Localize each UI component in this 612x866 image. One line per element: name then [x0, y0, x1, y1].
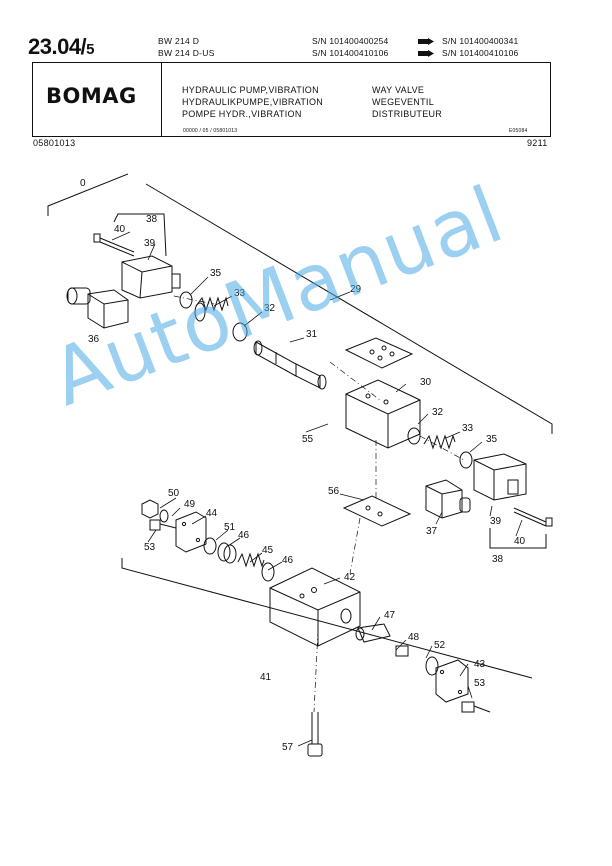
doc-code: E05084 — [509, 128, 528, 134]
part-37-plug — [425, 479, 471, 519]
callout-53-right: 53 — [474, 678, 486, 689]
part-40-bolt — [93, 233, 135, 257]
callout-50: 50 — [168, 488, 180, 499]
callout-53-left: 53 — [144, 542, 156, 553]
callout-48: 48 — [408, 632, 420, 643]
serial-to-1: S/N 101400400341 — [442, 36, 519, 46]
callout-32: 32 — [264, 303, 276, 314]
part-43-flange — [435, 659, 469, 703]
callout-57: 57 — [282, 742, 294, 753]
bracket-38-bottom — [489, 528, 547, 549]
callout-38-right: 38 — [492, 554, 504, 565]
serial-from-2: S/N 101400410106 — [312, 48, 389, 58]
callout-33: 33 — [234, 288, 246, 299]
header-box — [32, 62, 551, 137]
part-46-disc — [261, 562, 275, 582]
bracket-41 — [121, 558, 533, 679]
callout-52: 52 — [434, 640, 446, 651]
part-32-disc — [232, 322, 248, 342]
part-51-oring — [203, 537, 217, 555]
callout-40: 40 — [114, 224, 126, 235]
part-45-spring — [237, 552, 265, 568]
part-32-disc-right — [407, 427, 421, 445]
arrow-right-icon — [418, 38, 434, 45]
callout-46: 46 — [238, 530, 250, 541]
page-number: 23.04/5 — [28, 34, 95, 59]
exploded-view-diagram: 0 38 40 39 35 33 32 36 29 31 30 55 32 33… — [47, 173, 553, 757]
callout-35: 35 — [210, 268, 222, 279]
part-47-cartridge — [355, 623, 391, 643]
part-36-plug — [66, 287, 129, 329]
part-39-solenoid-right — [473, 453, 527, 501]
part-33-spring-right — [423, 434, 456, 450]
part-42-block — [269, 567, 361, 647]
callout-56: 56 — [328, 486, 340, 497]
callout-33-right: 33 — [462, 423, 474, 434]
callout-45: 45 — [262, 545, 274, 556]
callout-37: 37 — [426, 526, 438, 537]
serial-from-1: S/N 101400400254 — [312, 36, 389, 46]
model-2: BW 214 D-US — [158, 48, 215, 58]
model-1: BW 214 D — [158, 36, 200, 46]
part-30-block — [345, 379, 421, 449]
part-57-bolt — [307, 712, 323, 757]
part-40-bolt-right — [513, 507, 553, 527]
callout-35-right: 35 — [486, 434, 498, 445]
callout-51: 51 — [224, 522, 236, 533]
subtitle-fr: DISTRIBUTEUR — [372, 109, 443, 119]
part-number: 05801013 — [33, 138, 76, 148]
bomag-logo: BOMAG — [46, 84, 137, 108]
callout-43: 43 — [474, 659, 486, 670]
callout-29: 29 — [350, 284, 362, 295]
part-50-nut — [141, 499, 159, 519]
callout-36: 36 — [88, 334, 100, 345]
part-52-oring — [425, 656, 439, 676]
part-33-spring — [194, 296, 229, 322]
bracket-29 — [145, 183, 553, 434]
callout-55: 55 — [302, 434, 314, 445]
callout-31: 31 — [306, 329, 318, 340]
part-53-screw-right — [461, 701, 491, 713]
title-de: HYDRAULIKPUMPE,VIBRATION — [182, 97, 324, 107]
title-fr: POMPE HYDR.,VIBRATION — [182, 109, 302, 119]
callout-39-right: 39 — [490, 516, 502, 527]
arrow-right-icon — [418, 50, 434, 57]
part-39-solenoid — [121, 255, 181, 299]
callout-49: 49 — [184, 499, 196, 510]
title-en: HYDRAULIC PUMP,VIBRATION — [182, 85, 319, 95]
callout-32-right: 32 — [432, 407, 444, 418]
callout-0: 0 — [80, 178, 86, 189]
part-31-spool — [253, 340, 327, 390]
callout-42: 42 — [344, 572, 356, 583]
callout-47: 47 — [384, 610, 396, 621]
callout-39: 39 — [144, 238, 156, 249]
part-56-plate — [342, 495, 412, 527]
doc-path: 00000 / 05 / 05801013 — [183, 128, 238, 134]
part-44-flange — [175, 511, 207, 553]
callout-41: 41 — [260, 672, 272, 683]
part-55-plate — [344, 337, 414, 369]
part-35-oring-right — [459, 451, 473, 469]
header-divider — [161, 62, 162, 137]
bracket-0 — [47, 173, 129, 216]
callout-38: 38 — [146, 214, 158, 225]
bracket-38-top — [113, 213, 167, 257]
callout-44: 44 — [206, 508, 218, 519]
callout-40-right: 40 — [514, 536, 526, 547]
subtitle-en: WAY VALVE — [372, 85, 425, 95]
date-code: 9211 — [527, 138, 548, 148]
part-48-pin — [395, 645, 409, 657]
part-49-washer — [159, 509, 169, 523]
part-46-insert — [217, 542, 237, 564]
subtitle-de: WEGEVENTIL — [372, 97, 435, 107]
serial-to-2: S/N 101400410106 — [442, 48, 519, 58]
callout-30: 30 — [420, 377, 432, 388]
callout-46-b: 46 — [282, 555, 294, 566]
part-53-screw-left — [149, 519, 177, 531]
part-35-oring — [179, 291, 193, 309]
